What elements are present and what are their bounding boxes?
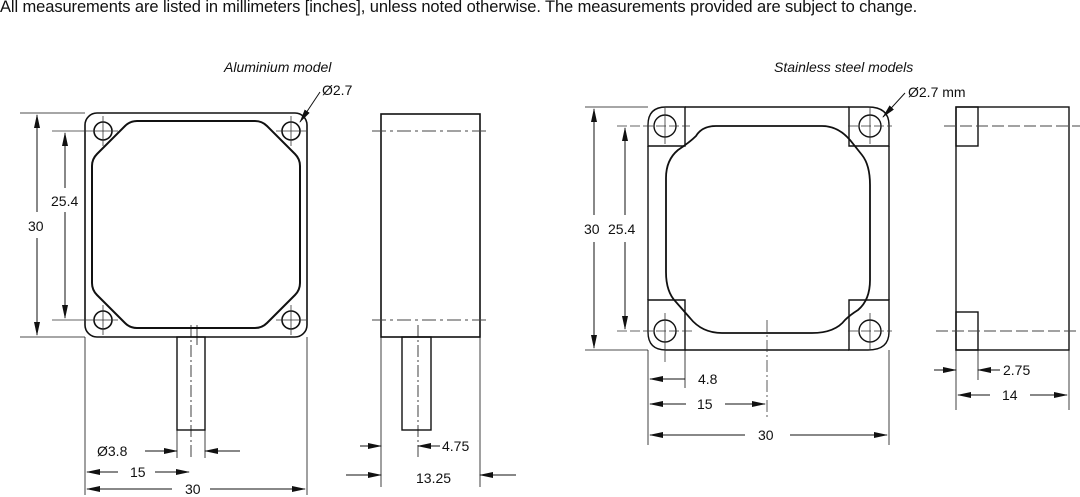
aluminium-cable-diameter-label: Ø3.8	[97, 443, 128, 459]
stainless-hole-offset-label: 4.8	[698, 371, 718, 387]
stainless-side-depth-label: 14	[1002, 387, 1018, 403]
aluminium-front-view	[20, 91, 321, 495]
stainless-front-view	[585, 92, 906, 445]
stainless-title: Stainless steel models	[774, 59, 913, 75]
measurement-note: All measurements are listed in millimete…	[0, 0, 918, 16]
aluminium-side-view	[346, 113, 516, 487]
aluminium-width-label: 30	[185, 481, 201, 497]
stainless-center-offset-label: 15	[697, 396, 713, 412]
aluminium-title: Aluminium model	[223, 59, 332, 75]
aluminium-height-label: 30	[28, 218, 44, 234]
aluminium-hole-spacing-label: 25.4	[51, 193, 78, 209]
stainless-hole-diameter-label: Ø2.7 mm	[908, 84, 966, 100]
stainless-hole-spacing-label: 25.4	[608, 221, 635, 237]
stainless-height-label: 30	[584, 221, 600, 237]
stainless-flange-thickness-label: 2.75	[1003, 362, 1030, 378]
stainless-side-view	[934, 106, 1080, 410]
aluminium-cable-offset-label: 15	[130, 464, 146, 480]
aluminium-side-depth-label: 13.25	[416, 470, 451, 486]
stainless-width-label: 30	[758, 427, 774, 443]
aluminium-hole-diameter-label: Ø2.7	[322, 82, 353, 98]
aluminium-side-cable-offset-label: 4.75	[442, 438, 469, 454]
